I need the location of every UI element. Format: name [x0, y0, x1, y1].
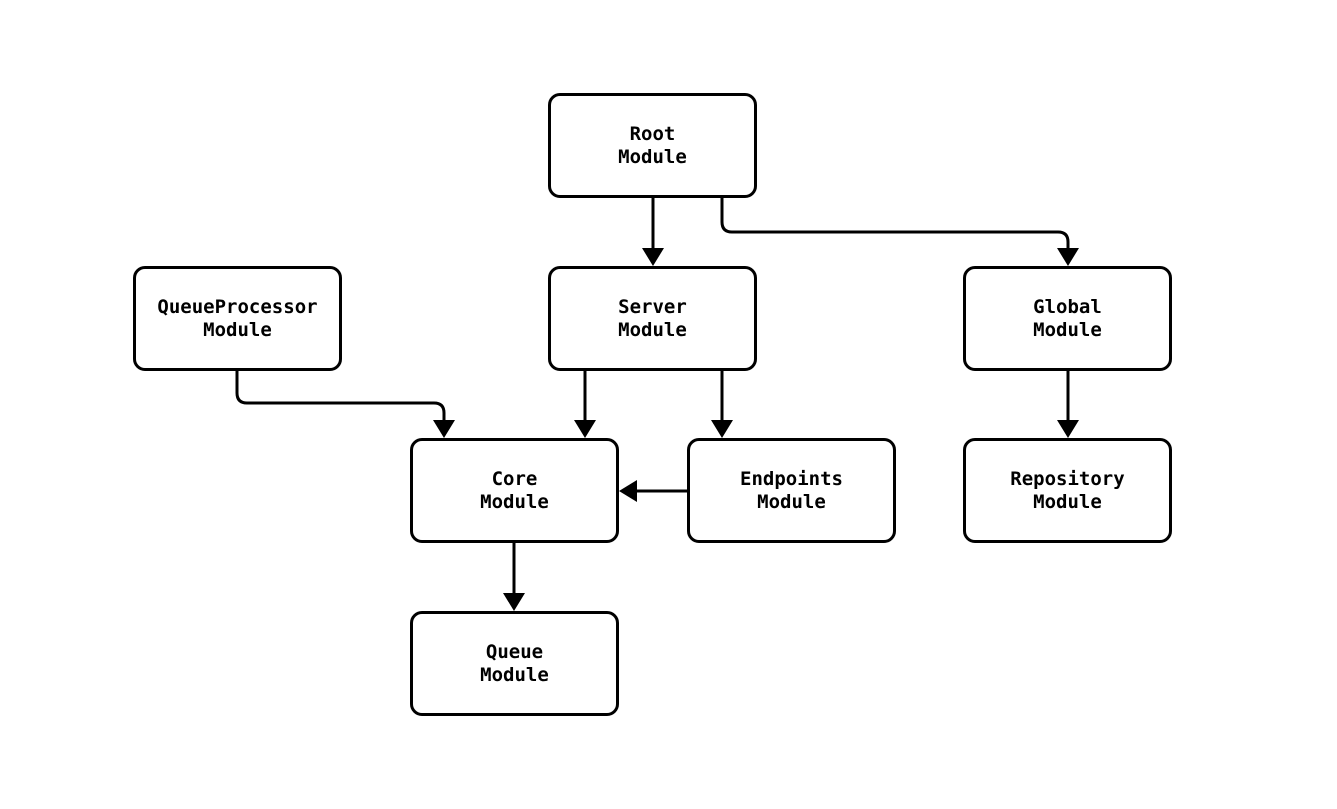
node-label-line: Module — [203, 318, 272, 341]
node-label-line: Module — [618, 145, 687, 168]
node-label-line: Root — [629, 122, 676, 145]
node-label-line: Endpoints — [740, 467, 843, 490]
arrowhead-server-to-core — [574, 420, 596, 438]
node-label-line: QueueProcessor — [157, 295, 318, 318]
node-label-line: Queue — [485, 640, 544, 663]
node-queueprocessor-module: QueueProcessor Module — [133, 266, 342, 371]
node-label-line: Global — [1033, 295, 1102, 318]
node-label-line: Repository — [1010, 467, 1125, 490]
node-repository-module: Repository Module — [963, 438, 1172, 543]
node-label-line: Module — [1033, 490, 1102, 513]
node-label-line: Server — [618, 295, 687, 318]
node-core-module: Core Module — [410, 438, 619, 543]
arrowhead-queueprocessor-to-core — [433, 420, 455, 438]
arrowhead-core-to-queue — [503, 593, 525, 611]
node-label-line: Module — [480, 490, 549, 513]
node-label-line: Module — [757, 490, 826, 513]
edge-root-to-global — [720, 198, 1070, 249]
node-label-line: Module — [480, 663, 549, 686]
node-label-line: Core — [491, 467, 538, 490]
node-global-module: Global Module — [963, 266, 1172, 371]
node-root-module: Root Module — [548, 93, 757, 198]
edge-queueprocessor-to-core — [235, 371, 446, 421]
arrowhead-root-to-global — [1057, 248, 1079, 266]
node-queue-module: Queue Module — [410, 611, 619, 716]
node-endpoints-module: Endpoints Module — [687, 438, 896, 543]
arrowhead-root-to-server — [642, 248, 664, 266]
node-label-line: Module — [618, 318, 687, 341]
arrowhead-global-to-repository — [1057, 420, 1079, 438]
node-label-line: Module — [1033, 318, 1102, 341]
arrowhead-endpoints-to-core — [619, 480, 637, 502]
node-server-module: Server Module — [548, 266, 757, 371]
arrowhead-server-to-endpoints — [711, 420, 733, 438]
